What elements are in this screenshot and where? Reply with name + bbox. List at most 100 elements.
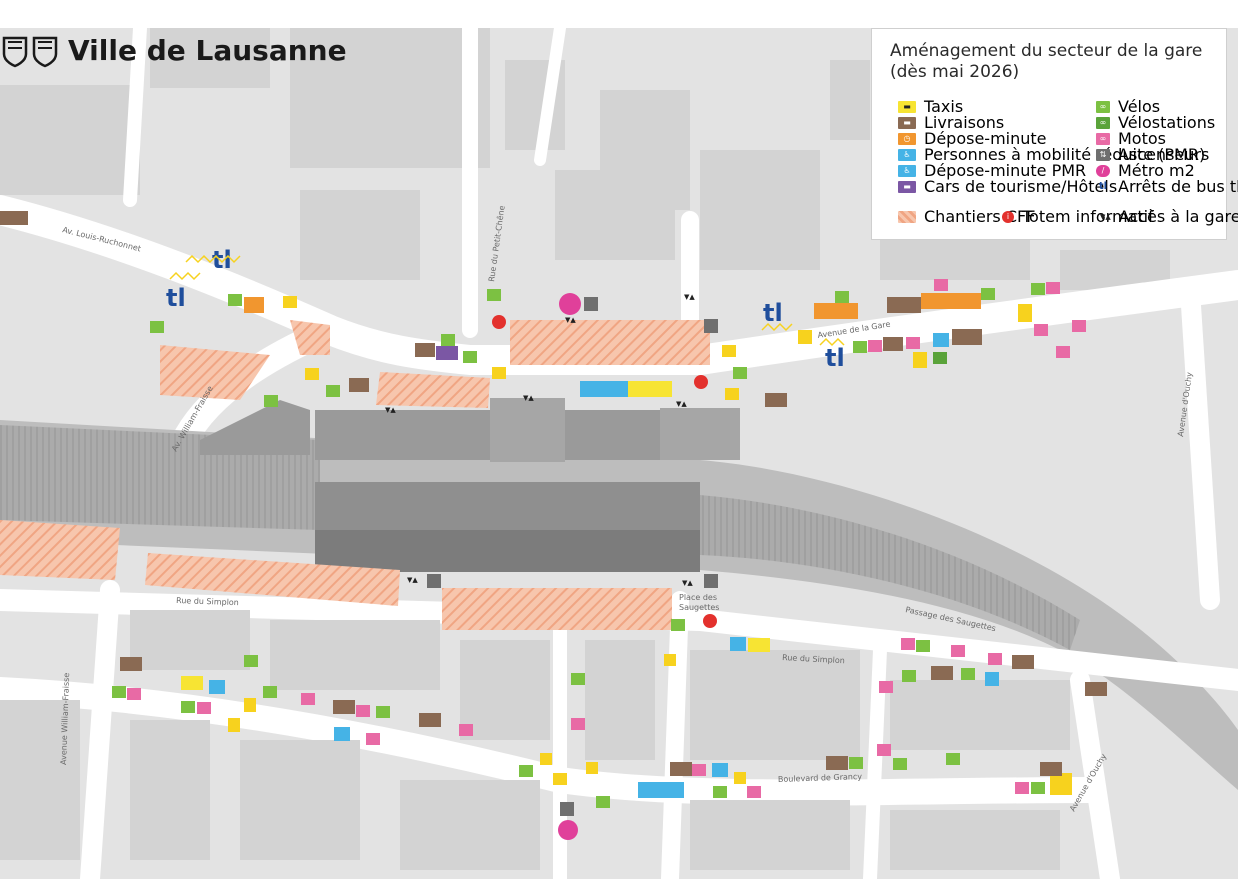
- metro-marker: [559, 293, 581, 315]
- pmr-marker: [730, 637, 746, 651]
- moto-marker: [197, 702, 211, 714]
- info-pin-icon: i: [1002, 210, 1014, 223]
- legend-item: i Totem informatif: [1002, 207, 1154, 226]
- pmr-marker: [638, 782, 684, 798]
- elevator-marker: [584, 297, 598, 311]
- elevator-marker: [427, 574, 441, 588]
- info-pin-icon: [492, 315, 506, 329]
- bike-marker: [893, 758, 907, 770]
- legend-item: / Métro m2: [1096, 161, 1195, 180]
- info-pin-icon: [694, 375, 708, 389]
- moto-marker: [951, 645, 965, 657]
- bike-icon: ∞: [1096, 100, 1110, 113]
- bus-stop-icon: tl: [763, 299, 783, 327]
- pmr-marker: [933, 333, 949, 347]
- city-blocks-north: [0, 28, 1170, 290]
- bike-marker: [835, 291, 849, 303]
- moto-marker: [988, 653, 1002, 665]
- bike-marker: [849, 757, 863, 769]
- bike-marker: [733, 367, 747, 379]
- legend-label: Cars de tourisme/Hôtels: [924, 177, 1118, 196]
- bike-station-marker: [933, 352, 947, 364]
- bike-marker: [376, 706, 390, 718]
- delivery-marker: [1040, 762, 1062, 776]
- bike-marker: [326, 385, 340, 397]
- dropoff-marker: [814, 303, 858, 319]
- bike-marker: [112, 686, 126, 698]
- delivery-marker: [1012, 655, 1034, 669]
- moto-marker: [127, 688, 141, 700]
- city-blocks-south: [0, 610, 1070, 870]
- truck-icon: ▬: [898, 116, 916, 129]
- lausanne-crest-icon: [2, 36, 58, 68]
- legend-item: ⇅ Ascenseurs: [1096, 145, 1209, 164]
- legend-subtitle: (dès mai 2026): [890, 62, 1020, 82]
- access-arrows-icon: ▼▲: [676, 400, 687, 408]
- legend-label: Métro m2: [1118, 161, 1195, 180]
- pmr-marker: [985, 672, 999, 686]
- taxi-icon: ▬: [898, 100, 916, 113]
- moto-marker: [877, 744, 891, 756]
- bike-station-icon: ∞: [1096, 116, 1110, 129]
- bike-marker: [853, 341, 867, 353]
- delivery-marker: [1085, 682, 1107, 696]
- street-label: Place des: [679, 593, 717, 602]
- bike-marker: [1031, 283, 1045, 295]
- delivery-marker: [765, 393, 787, 407]
- motorbike-icon: ∞: [1096, 132, 1110, 145]
- moto-marker: [692, 764, 706, 776]
- bike-marker: [713, 786, 727, 798]
- page-title: Ville de Lausanne: [68, 33, 347, 67]
- elevator-icon: ⇅: [1096, 148, 1110, 161]
- moto-marker: [1056, 346, 1070, 358]
- street-label: Rue du Simplon: [176, 596, 239, 607]
- moto-marker: [356, 705, 370, 717]
- moto-marker: [747, 786, 761, 798]
- bike-marker: [946, 753, 960, 765]
- delivery-marker: [952, 329, 982, 345]
- bike-marker: [264, 395, 278, 407]
- bus-stop-zigzags: [169, 254, 845, 347]
- station-access-arrows: ▼▲ ▼▲ ▼▲ ▼▲ ▼▲ ▼▲ ▼▲: [385, 293, 695, 587]
- bike-marker: [916, 640, 930, 652]
- moto-marker: [1015, 782, 1029, 794]
- legend-item: ▬ Cars de tourisme/Hôtels: [898, 177, 1117, 196]
- legend-label: Dépose-minute: [924, 129, 1047, 148]
- bike-marker: [981, 288, 995, 300]
- map-legend: Aménagement du secteur de la gare (dès m…: [871, 28, 1238, 240]
- access-arrows-icon: ▼▲: [523, 394, 534, 402]
- wheelchair-icon: ♿: [898, 148, 916, 161]
- bike-marker: [1031, 782, 1045, 794]
- legend-label: Arrêts de bus tl: [1118, 177, 1238, 196]
- legend-label: Ascenseurs: [1118, 145, 1210, 164]
- moto-marker: [571, 718, 585, 730]
- cff-construction-zones: [0, 320, 710, 630]
- taxi-marker: [628, 381, 672, 397]
- legend-label: Vélostations: [1118, 113, 1216, 132]
- bike-marker: [150, 321, 164, 333]
- access-arrows-icon: ▼▲: [565, 316, 576, 324]
- street-label: Boulevard de Grancy: [778, 772, 863, 784]
- delivery-marker: [349, 378, 369, 392]
- delivery-marker: [333, 700, 355, 714]
- legend-item: ▬ Taxis: [898, 97, 963, 116]
- access-arrows-icon: ▼▲: [682, 579, 693, 587]
- elevator-marker: [704, 574, 718, 588]
- bike-marker: [441, 334, 455, 346]
- elevator-marker: [560, 802, 574, 816]
- street-label: Rue du Simplon: [782, 653, 845, 665]
- clock-icon: ◷: [898, 132, 916, 145]
- legend-item: ∞ Motos: [1096, 129, 1166, 148]
- moto-marker: [366, 733, 380, 745]
- legend-item: ∞ Vélos: [1096, 97, 1160, 116]
- markers-south: [112, 574, 1107, 840]
- delivery-marker: [826, 756, 848, 770]
- delivery-marker: [670, 762, 692, 776]
- bike-marker: [961, 668, 975, 680]
- bike-marker: [519, 765, 533, 777]
- pmr-marker: [209, 680, 225, 694]
- bike-marker: [463, 351, 477, 363]
- legend-item: ♿ Personnes à mobilité réduite (PMR): [898, 145, 1205, 164]
- moto-marker: [868, 340, 882, 352]
- taxi-marker: [181, 676, 203, 690]
